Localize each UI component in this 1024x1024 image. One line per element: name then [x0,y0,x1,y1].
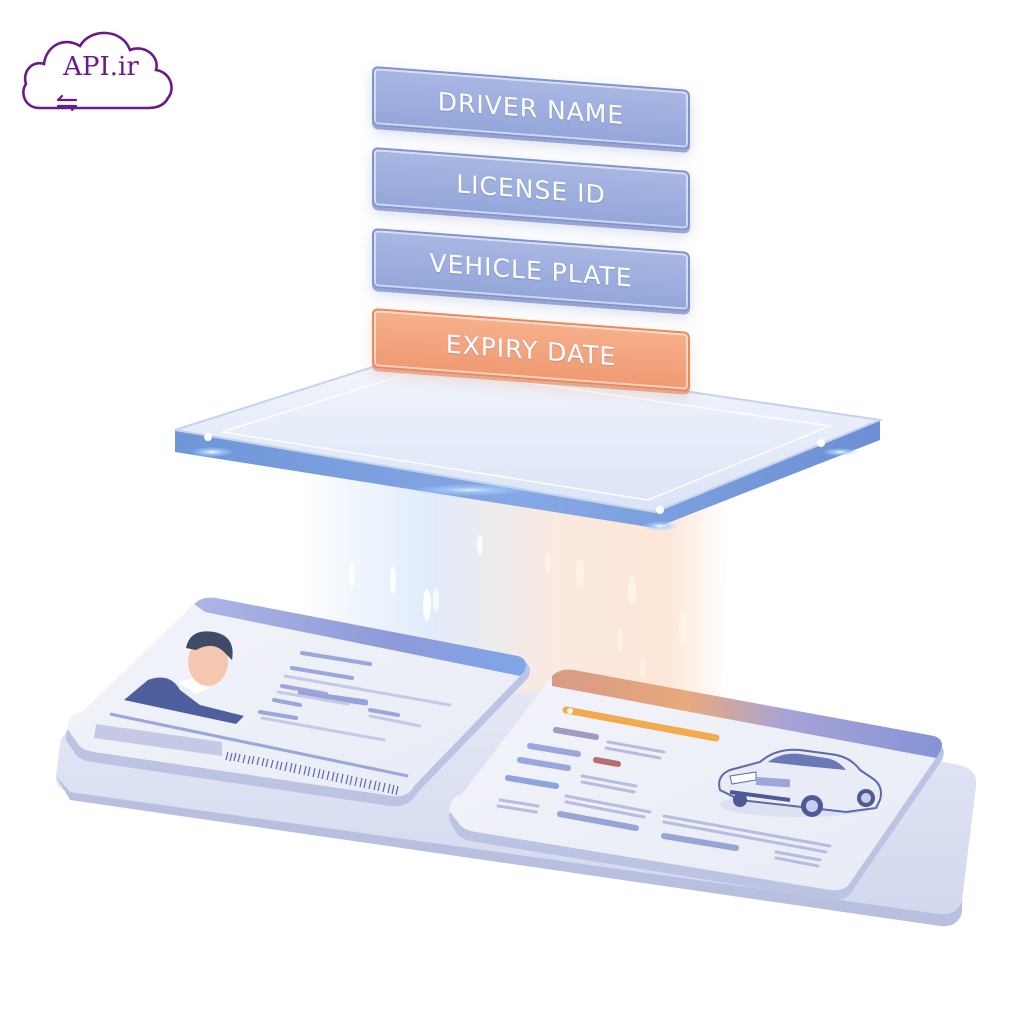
person-avatar-icon [124,631,244,724]
barcode-icon [225,751,399,796]
api-ir-logo[interactable]: API.ir [18,22,178,117]
car-icon [718,748,882,817]
tag-label: EXPIRY DATE [445,329,617,371]
tag-license-id[interactable]: LICENSE ID [372,147,690,231]
driver-license-card [65,597,530,807]
tag-label: VEHICLE PLATE [429,247,633,293]
tag-vehicle-plate[interactable]: VEHICLE PLATE [372,228,690,312]
logo-text: API.ir [63,52,139,82]
cloud-exchange-icon [22,31,173,112]
tag-label: DRIVER NAME [437,86,625,130]
tag-expiry-date[interactable]: EXPIRY DATE [372,308,690,392]
tag-driver-name[interactable]: DRIVER NAME [372,66,690,150]
tag-label: LICENSE ID [456,168,606,210]
vehicle-registration-card [449,669,944,901]
